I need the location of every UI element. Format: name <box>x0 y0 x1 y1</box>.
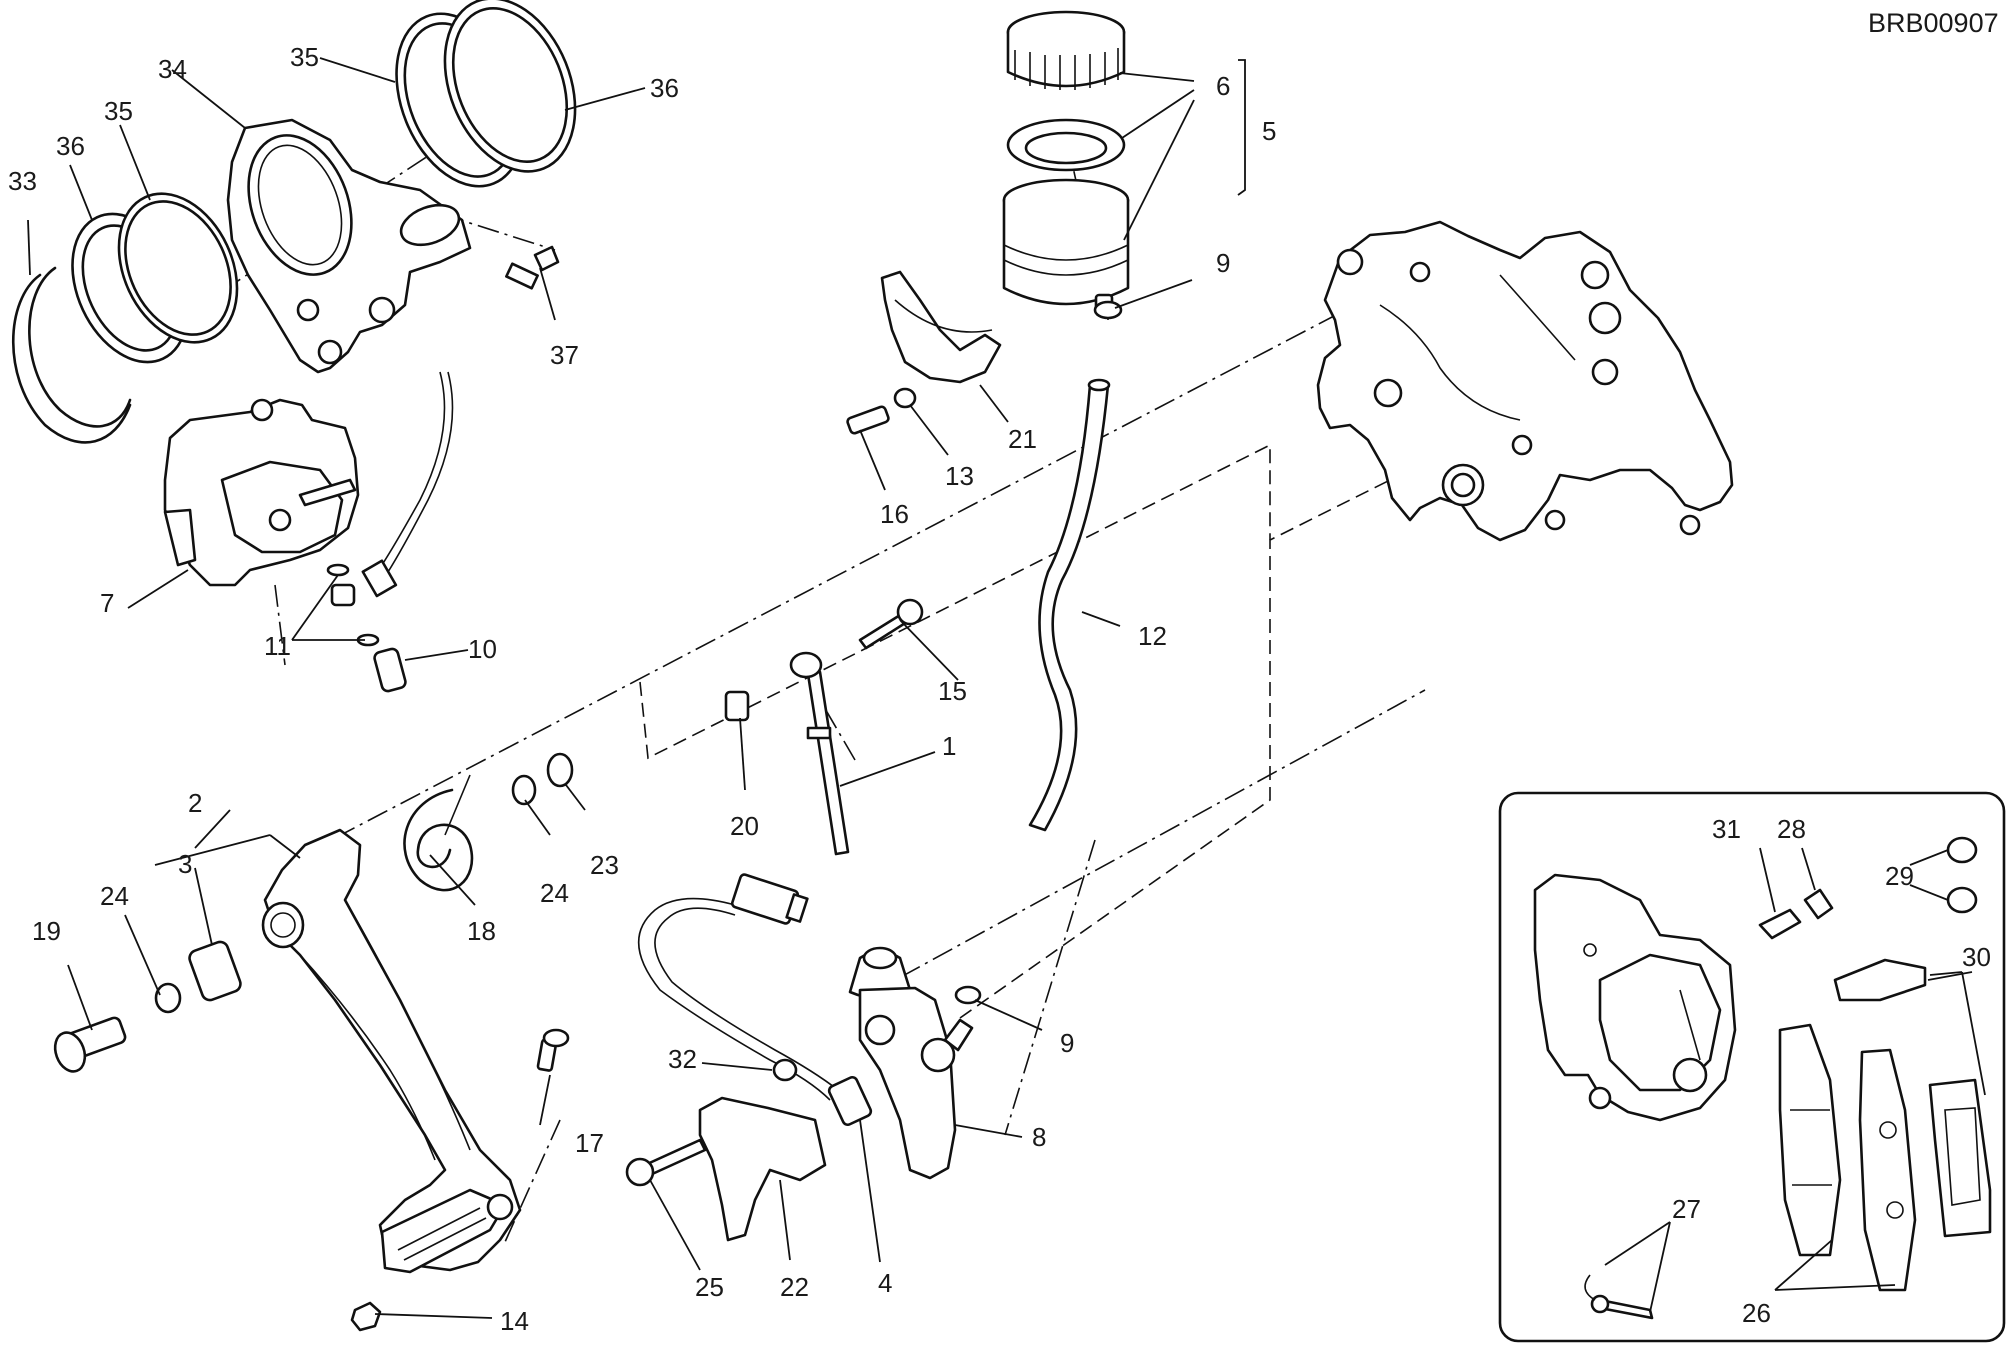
label-16: 16 <box>880 499 909 529</box>
label-20: 20 <box>730 811 759 841</box>
label-13: 13 <box>945 461 974 491</box>
label-5: 5 <box>1262 116 1276 146</box>
label-21: 21 <box>1008 424 1037 454</box>
pivot-hardware <box>53 598 924 1073</box>
label-29: 29 <box>1885 861 1914 891</box>
master-cylinder-and-switch <box>625 873 982 1242</box>
label-2: 2 <box>188 788 202 818</box>
label-34: 34 <box>158 54 187 84</box>
label-36-left: 36 <box>56 131 85 161</box>
label-30: 30 <box>1962 942 1991 972</box>
label-33: 33 <box>8 166 37 196</box>
label-22: 22 <box>780 1272 809 1302</box>
label-4: 4 <box>878 1268 892 1298</box>
label-32: 32 <box>668 1044 697 1074</box>
label-26: 26 <box>1742 1298 1771 1328</box>
label-24-left: 24 <box>100 881 129 911</box>
label-9-top: 9 <box>1216 248 1230 278</box>
label-8: 8 <box>1032 1122 1046 1152</box>
label-18: 18 <box>467 916 496 946</box>
label-3: 3 <box>178 849 192 879</box>
label-19: 19 <box>32 916 61 946</box>
rear-caliper <box>163 371 454 693</box>
label-28: 28 <box>1777 814 1806 844</box>
label-37: 37 <box>550 340 579 370</box>
label-9-bottom: 9 <box>1060 1028 1074 1058</box>
label-31: 31 <box>1712 814 1741 844</box>
leader-lines <box>27 57 1986 1319</box>
caliper-carrier-and-seals <box>11 0 577 444</box>
label-35-top: 35 <box>290 42 319 72</box>
label-12: 12 <box>1138 621 1167 651</box>
label-11: 11 <box>264 631 291 661</box>
label-14: 14 <box>500 1306 529 1336</box>
label-23: 23 <box>590 850 619 880</box>
label-7: 7 <box>100 588 114 618</box>
label-25: 25 <box>695 1272 724 1302</box>
label-6: 6 <box>1216 71 1230 101</box>
label-36-right: 36 <box>650 73 679 103</box>
label-27: 27 <box>1672 1194 1701 1224</box>
label-17: 17 <box>575 1128 604 1158</box>
label-10: 10 <box>468 634 497 664</box>
label-1: 1 <box>942 731 956 761</box>
frame-plate <box>1316 220 1734 542</box>
label-35-left: 35 <box>104 96 133 126</box>
drawing-code: BRB00907 <box>1868 8 1999 38</box>
label-24-center: 24 <box>540 878 569 908</box>
brake-pedal <box>261 828 570 1332</box>
reference-labels: 1 2 3 4 5 6 7 8 9 9 10 11 12 13 14 15 16… <box>8 42 1991 1336</box>
label-15: 15 <box>938 676 967 706</box>
inset-caliper-kit <box>1498 791 2006 1343</box>
brake-reservoir <box>846 10 1130 832</box>
